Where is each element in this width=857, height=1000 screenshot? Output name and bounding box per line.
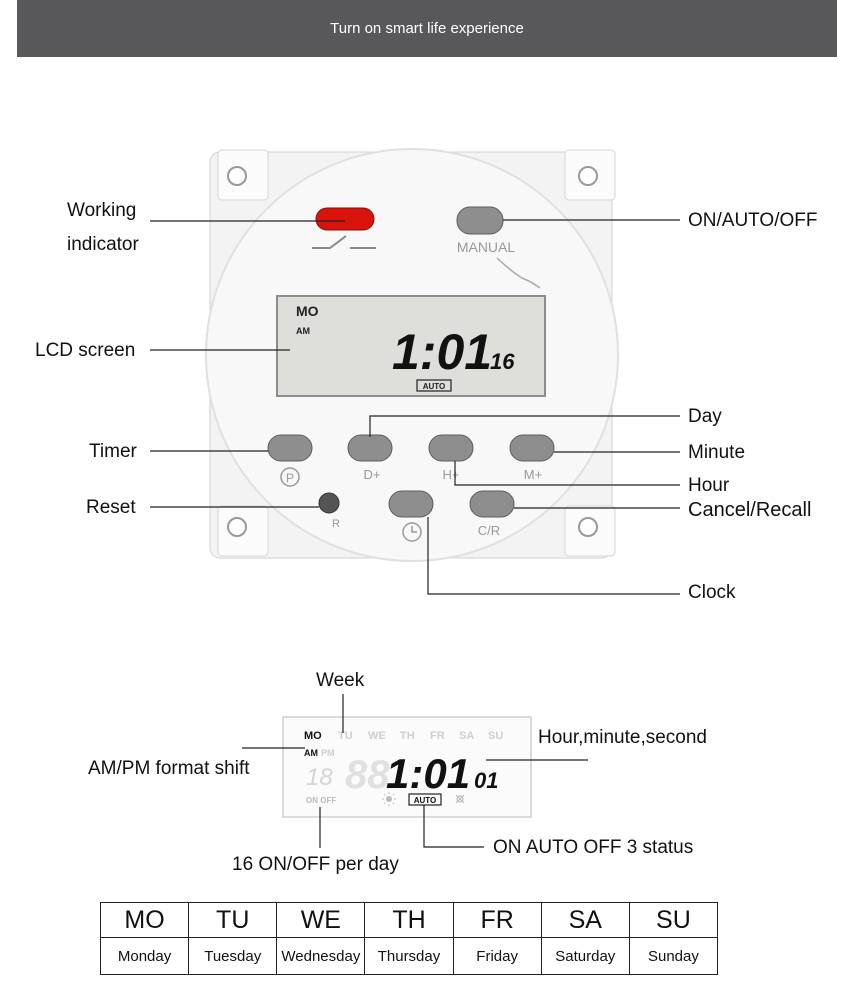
table-cell: Monday	[99, 937, 190, 975]
lcd-screen-callout: LCD screen	[35, 340, 136, 361]
status-callout: ON AUTO OFF 3 status	[493, 837, 694, 858]
display-auto: AUTO	[414, 796, 437, 805]
table-cell: Wednesday	[276, 937, 366, 975]
day-button-label: D+	[364, 467, 381, 482]
display-seconds: 01	[474, 768, 498, 793]
table-cell: TH	[364, 902, 454, 938]
on-off-per-day-callout: 16 ON/OFF per day	[232, 854, 399, 875]
display-day-sa: SA	[459, 730, 474, 742]
clock-callout: Clock	[688, 582, 736, 603]
display-panel	[282, 716, 532, 818]
display-pm: PM	[321, 748, 335, 758]
minute-button[interactable]	[509, 434, 555, 462]
banner-text: Turn on smart life experience	[330, 20, 524, 37]
cancel-button-label: C/R	[478, 523, 500, 538]
timer-button[interactable]	[267, 434, 313, 462]
display-day-tu: TU	[338, 730, 353, 742]
day-table: MO TU WE TH FR SA SU Monday Tuesday Wedn…	[99, 902, 719, 975]
mount-hole-icon	[227, 166, 247, 186]
display-program-digit: 18	[306, 764, 333, 791]
table-cell: Friday	[452, 937, 542, 975]
mount-hole-icon	[578, 166, 598, 186]
top-banner: Turn on smart life experience	[17, 0, 837, 57]
display-day-fr: FR	[430, 730, 445, 742]
table-cell: MO	[99, 902, 190, 938]
lcd-ampm: AM	[296, 326, 310, 336]
on-auto-off-button[interactable]	[456, 206, 504, 235]
clock-icon	[402, 522, 422, 542]
day-button[interactable]	[347, 434, 393, 462]
day-callout: Day	[688, 406, 722, 427]
table-cell: Thursday	[364, 937, 454, 975]
working-label-line1: Working	[67, 200, 137, 221]
table-cell: Tuesday	[188, 937, 278, 975]
lcd-mode: AUTO	[423, 382, 446, 391]
table-cell: SA	[540, 902, 630, 938]
table-cell: TU	[188, 902, 278, 938]
table-cell: Sunday	[628, 937, 719, 975]
timer-button-label: P	[286, 471, 294, 485]
ampm-shift-callout: AM/PM format shift	[88, 758, 250, 779]
hour-button-label: H+	[443, 467, 460, 482]
mount-hole-icon	[227, 517, 247, 537]
table-cell: SU	[628, 902, 719, 938]
display-day-mo: MO	[304, 730, 322, 742]
table-row: Monday Tuesday Wednesday Thursday Friday…	[99, 937, 719, 975]
timer-device-diagram: MANUAL MO AM 1:01 16 AUTO P D+ H+ M+ R C…	[150, 148, 680, 595]
display-day-su: SU	[488, 730, 503, 742]
switch-symbol-icon	[312, 235, 376, 249]
working-indicator-led	[315, 207, 375, 231]
minute-callout: Minute	[688, 442, 746, 463]
hand-icon	[496, 257, 541, 289]
lcd-day: MO	[296, 303, 319, 319]
display-am: AM	[304, 748, 318, 758]
week-callout: Week	[316, 670, 365, 691]
hour-callout: Hour	[688, 475, 730, 496]
display-detail-diagram: MO TU WE TH FR SA SU AM PM 18 88 1:01 01…	[242, 694, 588, 848]
working-label-line2: indicator	[67, 234, 139, 255]
reset-button[interactable]	[318, 492, 340, 514]
clock-button[interactable]	[388, 490, 434, 518]
reset-callout: Reset	[86, 497, 136, 518]
gear-icon	[455, 794, 465, 804]
lcd-time: 1:01	[392, 324, 492, 380]
working-indicator-callout: Working indicator	[67, 194, 139, 262]
lcd-seconds: 16	[490, 349, 515, 374]
table-cell: WE	[276, 902, 366, 938]
display-day-we: WE	[368, 730, 386, 742]
display-day-th: TH	[400, 730, 415, 742]
cancel-recall-callout: Cancel/Recall	[688, 499, 812, 521]
mount-hole-icon	[578, 517, 598, 537]
display-ghost-digits: 88	[345, 753, 390, 797]
reset-button-label: R	[332, 518, 340, 530]
table-cell: FR	[452, 902, 542, 938]
on-auto-off-callout: ON/AUTO/OFF	[688, 210, 818, 231]
sun-icon	[382, 792, 396, 806]
hour-button[interactable]	[428, 434, 474, 462]
cancel-recall-button[interactable]	[469, 490, 515, 518]
manual-label: MANUAL	[457, 239, 516, 255]
display-on-off: ON OFF	[306, 796, 336, 805]
minute-button-label: M+	[524, 467, 542, 482]
table-cell: Saturday	[540, 937, 630, 975]
table-row: MO TU WE TH FR SA SU	[99, 902, 719, 938]
lcd-screen	[276, 295, 546, 397]
display-time: 1:01	[386, 750, 470, 797]
hms-callout: Hour,minute,second	[538, 727, 707, 748]
timer-callout: Timer	[89, 441, 137, 462]
